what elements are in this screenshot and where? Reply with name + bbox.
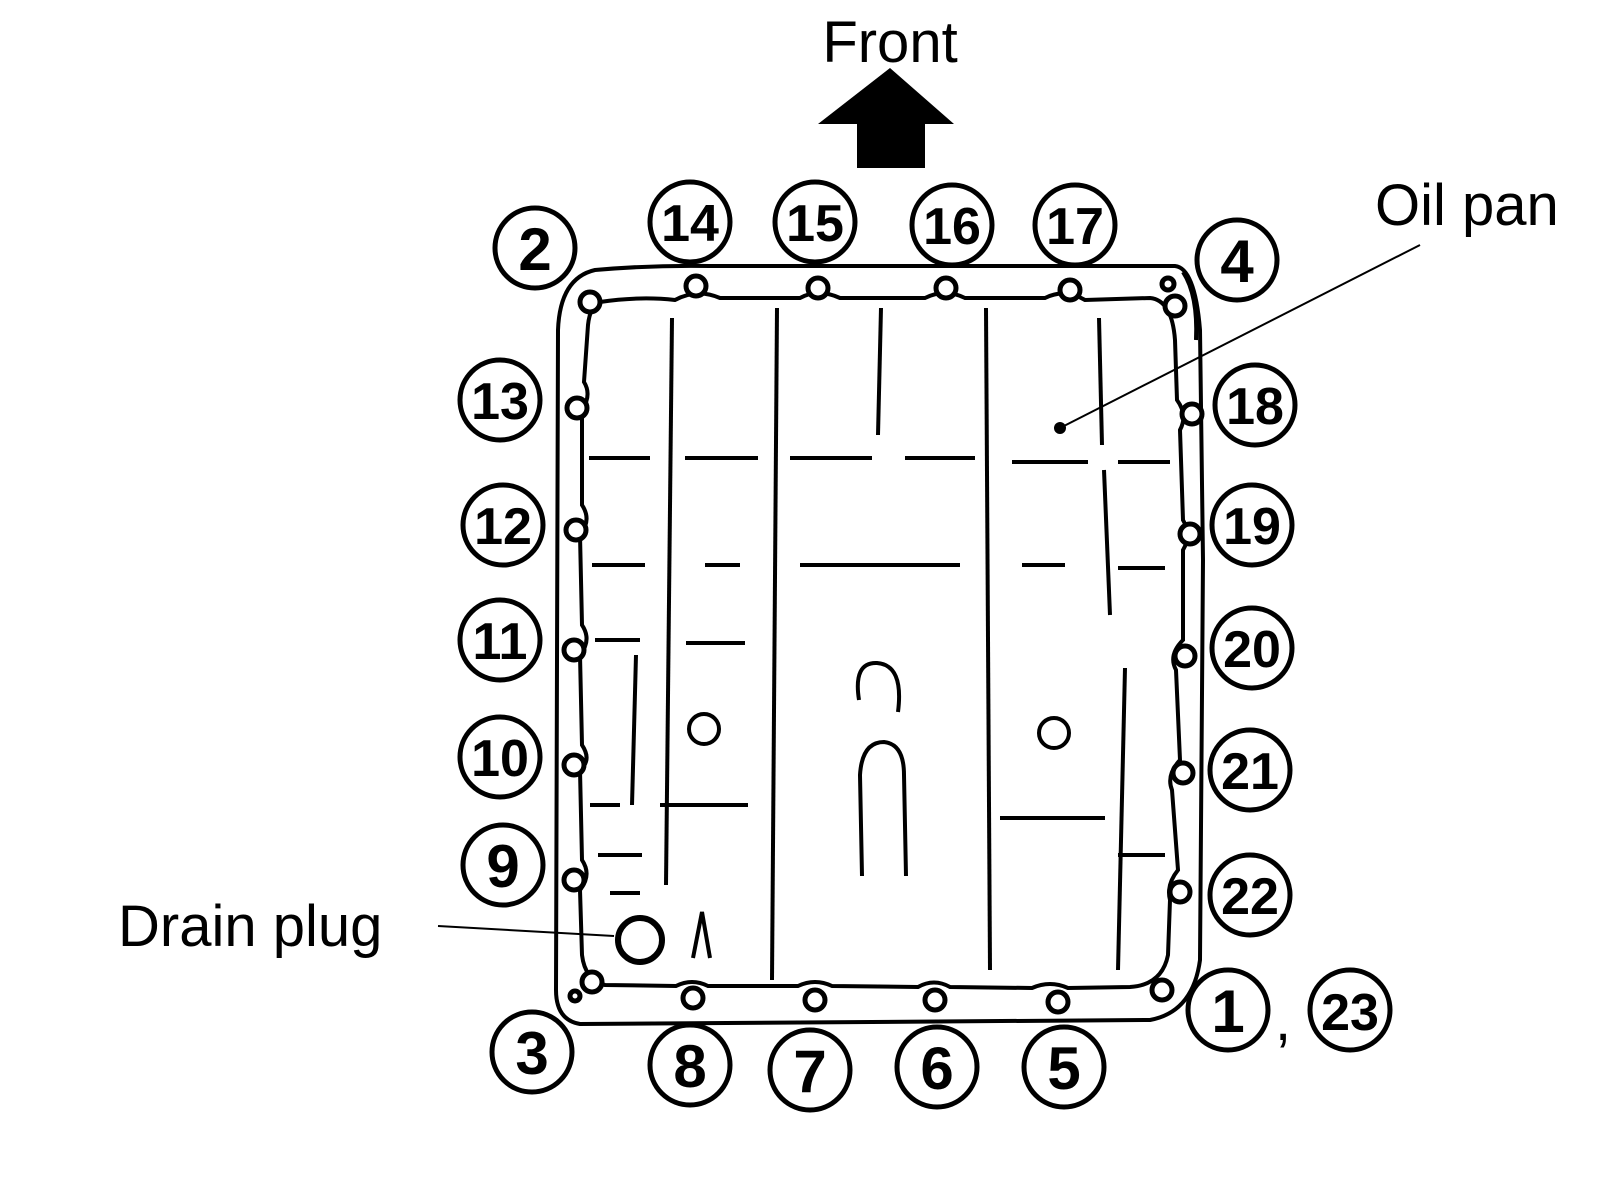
bolt-hole-14 xyxy=(683,273,709,299)
svg-text:20: 20 xyxy=(1223,621,1281,679)
bolt-hole-10 xyxy=(561,752,587,778)
svg-text:11: 11 xyxy=(473,613,528,671)
svg-text:2: 2 xyxy=(518,216,551,283)
svg-text:23: 23 xyxy=(1321,984,1379,1042)
bolt-hole-21 xyxy=(1170,760,1196,786)
bolt-hole-small-corner xyxy=(567,988,583,1004)
bolt-hole-16 xyxy=(933,275,959,301)
svg-text:5: 5 xyxy=(1047,1035,1080,1102)
bolt-callout-13: 13 xyxy=(457,357,543,443)
bolt-callouts: 1 , 23 2 3 4 5 6 7 8 9 10 11 12 13 14 15… xyxy=(457,179,1393,1113)
svg-text:18: 18 xyxy=(1226,378,1284,436)
bolt-callout-3: 3 xyxy=(489,1009,575,1095)
svg-text:6: 6 xyxy=(920,1035,953,1102)
bolt-callout-15: 15 xyxy=(772,179,858,265)
bolt-hole-13 xyxy=(564,395,590,421)
bolt-hole-15 xyxy=(805,275,831,301)
bolt-callout-19: 19 xyxy=(1209,482,1295,568)
svg-text:7: 7 xyxy=(793,1038,826,1105)
bolt-hole-9 xyxy=(561,867,587,893)
bolt-hole-1 xyxy=(1149,977,1175,1003)
drain-rib xyxy=(691,911,712,959)
bolt-callout-22: 22 xyxy=(1207,852,1293,938)
svg-text:17: 17 xyxy=(1046,198,1104,256)
oil-pan-ribs xyxy=(589,270,1199,981)
bolt-hole-small xyxy=(1159,275,1177,293)
bolt-hole-2 xyxy=(577,289,603,315)
svg-text:8: 8 xyxy=(673,1033,706,1100)
svg-text:22: 22 xyxy=(1221,868,1279,926)
bolt-holes xyxy=(561,273,1205,1015)
bolt-callout-6: 6 xyxy=(894,1024,980,1110)
bolt-callout-23: 23 xyxy=(1307,967,1393,1053)
baffle-slot xyxy=(857,739,908,877)
bolt-callout-2: 2 xyxy=(492,205,578,291)
svg-text:9: 9 xyxy=(486,833,519,900)
bolt-hole-20 xyxy=(1172,643,1198,669)
bolt-callout-17: 17 xyxy=(1032,182,1118,268)
bolt-hole-11 xyxy=(561,637,587,663)
svg-text:19: 19 xyxy=(1223,498,1281,556)
bolt-hole-8 xyxy=(680,985,706,1011)
bolt-callout-18: 18 xyxy=(1212,362,1298,448)
bolt-callout-9: 9 xyxy=(460,822,546,908)
bolt-callout-1: 1 xyxy=(1185,967,1271,1053)
svg-text:14: 14 xyxy=(661,195,719,253)
svg-text:21: 21 xyxy=(1221,743,1279,801)
svg-text:3: 3 xyxy=(515,1020,548,1087)
oil-pan-label: Oil pan xyxy=(1375,173,1559,238)
bolt-callout-14: 14 xyxy=(647,179,733,265)
bolt-callout-4: 4 xyxy=(1194,217,1280,303)
bolt-hole-17 xyxy=(1057,277,1083,303)
drain-plug-label: Drain plug xyxy=(118,894,382,959)
svg-text:10: 10 xyxy=(471,730,529,788)
bolt-callout-16: 16 xyxy=(909,182,995,268)
bolt-callout-8: 8 xyxy=(647,1022,733,1108)
bolt-hole-3 xyxy=(579,969,605,995)
svg-text:13: 13 xyxy=(471,373,529,431)
bolt-callout-11: 11 xyxy=(457,597,543,683)
bolt-hole-7 xyxy=(802,987,828,1013)
bolt-callout-5: 5 xyxy=(1021,1024,1107,1110)
bolt-hole-4 xyxy=(1162,293,1188,319)
bolt-callout-20: 20 xyxy=(1209,605,1295,691)
bolt-callout-12: 12 xyxy=(460,482,546,568)
svg-text:15: 15 xyxy=(786,195,844,253)
front-arrow-icon xyxy=(818,68,954,168)
svg-text:1: 1 xyxy=(1211,978,1244,1045)
oil-pan-leader-dot xyxy=(1054,422,1066,434)
bolt-hole-5 xyxy=(1045,989,1071,1015)
bolt-hole-6 xyxy=(922,987,948,1013)
bolt-callout-21: 21 xyxy=(1207,727,1293,813)
svg-text:16: 16 xyxy=(923,198,981,256)
drain-plug-icon xyxy=(615,915,665,965)
oil-pump-strainer-opening xyxy=(855,660,902,713)
svg-text:4: 4 xyxy=(1220,228,1254,295)
bolt-hole-12 xyxy=(563,517,589,543)
bolt-callout-10: 10 xyxy=(457,714,543,800)
callout-separator: , xyxy=(1275,988,1291,1053)
bolt-hole-19 xyxy=(1177,521,1203,547)
bolt-hole-18 xyxy=(1179,401,1205,427)
svg-text:12: 12 xyxy=(474,498,532,556)
bolt-hole-22 xyxy=(1167,879,1193,905)
bolt-callout-7: 7 xyxy=(767,1027,853,1113)
front-label: Front xyxy=(822,10,957,75)
oil-pan-features xyxy=(687,660,1071,959)
